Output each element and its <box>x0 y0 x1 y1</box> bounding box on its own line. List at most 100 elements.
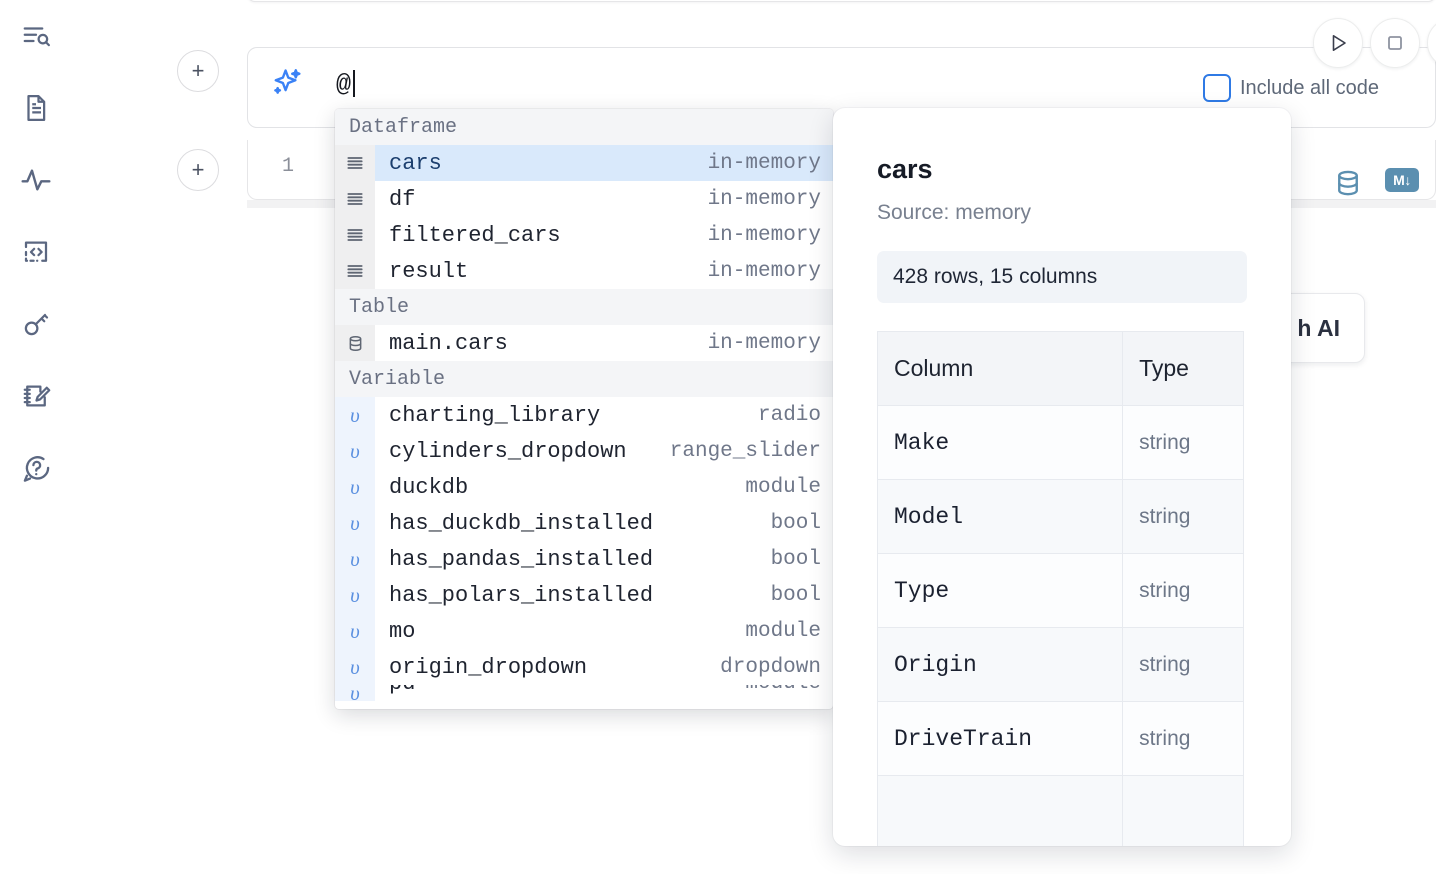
completion-option-meta: in-memory <box>707 223 821 247</box>
completion-option-name: charting_library <box>389 402 601 428</box>
completion-option-name: origin_dropdown <box>389 654 588 680</box>
detail-header-type: Type <box>1122 331 1244 406</box>
completion-group-header: Table <box>335 289 833 325</box>
line-number: 1 <box>281 155 294 178</box>
completion-option-meta: radio <box>757 403 821 427</box>
completion-option-meta: bool <box>770 547 821 571</box>
completion-option[interactable]: cars in-memory <box>335 145 833 181</box>
table-row <box>876 775 1244 846</box>
dataframe-icon <box>335 145 375 181</box>
variable-icon: υ <box>335 685 375 701</box>
completion-option-name: cars <box>389 150 442 176</box>
variable-icon: υ <box>335 649 375 685</box>
document-icon[interactable] <box>14 86 58 130</box>
detail-column-name <box>876 775 1124 846</box>
left-icon-rail <box>0 0 72 874</box>
completion-option-name: main.cars <box>389 330 508 356</box>
scratchpad-edit-icon[interactable] <box>14 374 58 418</box>
completion-option[interactable]: filtered_cars in-memory <box>335 217 833 253</box>
detail-column-type: string <box>1122 405 1244 480</box>
detail-column-name: Type <box>876 553 1124 628</box>
stop-cell-button[interactable] <box>1370 18 1420 68</box>
completion-option-name: pd <box>375 685 745 696</box>
completion-group-header: Dataframe <box>335 109 833 145</box>
variable-icon: υ <box>335 469 375 505</box>
sparkle-icon <box>270 66 304 100</box>
completion-option-name: mo <box>389 618 416 644</box>
completion-option-name: has_polars_installed <box>389 582 654 608</box>
completion-option[interactable]: υpdmodule <box>335 685 833 701</box>
dataframe-detail-panel: cars Source: memory 428 rows, 15 columns… <box>833 108 1291 846</box>
detail-column-type: string <box>1122 701 1244 776</box>
variable-icon: υ <box>335 433 375 469</box>
markdown-icon[interactable]: M↓ <box>1385 168 1419 192</box>
detail-table-header-row: Column Type <box>876 331 1244 406</box>
completion-option-meta: in-memory <box>707 331 821 355</box>
variable-icon: υ <box>335 613 375 649</box>
cell-toolbar-icons: M↓ <box>1333 168 1419 203</box>
detail-title: cars <box>877 154 933 184</box>
completion-option[interactable]: main.cars in-memory <box>335 325 833 361</box>
code-snippet-icon[interactable] <box>14 230 58 274</box>
completion-option-name: has_duckdb_installed <box>389 510 654 536</box>
detail-column-type: string <box>1122 627 1244 702</box>
add-cell-label: + <box>191 157 205 182</box>
completion-option-name: df <box>389 186 416 212</box>
completion-option[interactable]: df in-memory <box>335 181 833 217</box>
activity-pulse-icon[interactable] <box>14 158 58 202</box>
run-cell-button[interactable] <box>1313 18 1363 68</box>
variable-icon: υ <box>335 577 375 613</box>
detail-source: Source: memory <box>877 201 1032 224</box>
completion-group-header: Variable <box>335 361 833 397</box>
help-chat-icon[interactable] <box>14 446 58 490</box>
detail-column-name: Make <box>876 405 1124 480</box>
key-icon[interactable] <box>14 302 58 346</box>
include-all-code-label: Include all code <box>1240 76 1379 99</box>
cell-above-partial <box>247 0 1436 2</box>
include-all-code-row[interactable]: Include all code <box>1203 74 1379 102</box>
include-all-code-checkbox[interactable] <box>1203 74 1231 102</box>
detail-column-type: string <box>1122 479 1244 554</box>
dataframe-icon <box>335 253 375 289</box>
add-cell-button-top[interactable]: + <box>177 50 219 92</box>
ai-prompt-input[interactable]: @ <box>336 70 355 99</box>
variable-icon: υ <box>335 541 375 577</box>
table-db-icon <box>335 325 375 361</box>
completion-option-meta: module <box>745 475 821 499</box>
completion-option[interactable]: υ has_pandas_installed bool <box>335 541 833 577</box>
variable-icon: υ <box>335 505 375 541</box>
completion-option-meta: dropdown <box>720 655 821 679</box>
detail-stats: 428 rows, 15 columns <box>877 251 1247 303</box>
generate-with-ai-label: h AI <box>1297 314 1340 341</box>
dataframe-icon <box>335 217 375 253</box>
detail-header-column: Column <box>876 331 1124 406</box>
text-cursor <box>352 70 355 97</box>
completion-option[interactable]: υ origin_dropdown dropdown <box>335 649 833 685</box>
ai-prompt-value: @ <box>336 70 352 99</box>
detail-column-name: DriveTrain <box>876 701 1124 776</box>
completion-option-name: cylinders_dropdown <box>389 438 627 464</box>
add-cell-button-bottom[interactable]: + <box>177 149 219 191</box>
completion-option-name: has_pandas_installed <box>389 546 654 572</box>
database-icon[interactable] <box>1333 168 1363 203</box>
completion-option-meta: in-memory <box>707 187 821 211</box>
explore-outline-icon[interactable] <box>14 14 58 58</box>
completion-option-meta: in-memory <box>707 151 821 175</box>
completion-option-name: filtered_cars <box>389 222 561 248</box>
add-cell-label: + <box>191 58 205 83</box>
dataframe-icon <box>335 181 375 217</box>
completion-option-meta: module <box>745 685 833 695</box>
